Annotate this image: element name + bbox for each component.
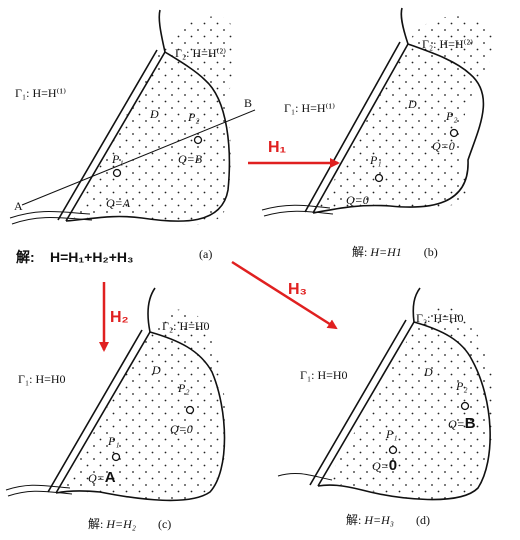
decomposition-arrows: H₁ H₂ H₃ <box>99 139 340 352</box>
caption-b-eq: H=H1 <box>369 245 401 259</box>
p2-label: P₂ <box>455 379 468 393</box>
p1-label: P₁ <box>369 153 382 167</box>
q0-bottom-label: Q=0 <box>346 193 369 207</box>
q-b-label: Q=B <box>448 415 476 432</box>
point-p1 <box>374 173 384 183</box>
ground-lines <box>9 211 93 225</box>
panel-b: Γ₁: H=H⁽¹⁾ Γ₂: H=H⁽²⁾ D P₂ Q=0 P₁ Q=0 解:… <box>261 7 493 259</box>
q-a-label: Q=A <box>88 469 116 486</box>
domain-region <box>72 16 235 225</box>
point-p2 <box>449 128 459 138</box>
panel-c: Γ₁: H=H0 Γ₂: H=H0 D P₂ Q=0 P₁ Q=A 解: H=H… <box>5 287 227 531</box>
line-ab <box>21 109 256 206</box>
domain-region <box>326 305 495 500</box>
gamma1-boundary <box>47 329 143 493</box>
p1-label: P₁ <box>107 434 120 448</box>
solution-prefix: 解: <box>16 249 35 265</box>
solution-formula: H=H₁+H₂+H₃ <box>50 249 133 265</box>
ground-lines <box>5 484 73 497</box>
caption-a: (a) <box>199 247 212 261</box>
gamma1-boundary-inner <box>317 321 415 487</box>
gamma1-boundary <box>309 319 407 486</box>
caption-d-eq: H=H₃ <box>363 513 394 527</box>
gamma1-boundary <box>57 49 158 221</box>
caption-b-prefix: 解: <box>352 245 370 259</box>
q-a-label: Q=A <box>106 196 131 210</box>
arrow-h2-label: H₂ <box>110 309 129 326</box>
point-a-label: A <box>14 199 23 213</box>
q-0-label: Q=0 <box>372 457 397 474</box>
gamma2-boundary <box>65 9 231 222</box>
caption-b-tag: (b) <box>424 245 438 259</box>
q-a-value: A <box>105 469 116 486</box>
domain-region <box>318 16 493 211</box>
q-b-label: Q=B <box>178 152 203 166</box>
domain-label: D <box>151 363 161 377</box>
panel-d: Γ₁: H=H0 Γ₂: H=H0 D P₂ Q=B P₁ Q=0 解: H=H… <box>277 287 495 527</box>
gamma1-boundary <box>304 41 401 213</box>
gamma1-label: Γ₁: H=H0 <box>300 368 348 382</box>
gamma2-label: Γ₂: H=H⁽²⁾ <box>422 37 473 51</box>
caption-c-eq: H=H₂ <box>105 517 136 531</box>
q-b-value: B <box>465 415 476 432</box>
ground-lines <box>277 473 333 481</box>
domain-label: D <box>423 365 433 379</box>
q0-label: Q=0 <box>170 422 193 436</box>
arrow-h3 <box>231 260 338 330</box>
p1-label: P₁ <box>385 427 398 441</box>
arrow-h3-label: H₃ <box>288 281 307 298</box>
gamma2-label: Γ₂: H=H⁽²⁾ <box>175 46 226 60</box>
point-p1 <box>111 452 121 462</box>
p2-label: P₂ <box>445 109 458 123</box>
gamma2-boundary <box>317 287 491 501</box>
arrow-h1-label: H₁ <box>268 139 287 156</box>
gamma1-boundary-inner <box>55 331 151 494</box>
gamma1-label: Γ₁: H=H⁽¹⁾ <box>15 86 66 100</box>
gamma1-boundary-inner <box>312 43 409 214</box>
gamma1-boundary-inner <box>65 51 166 222</box>
domain-label: D <box>407 97 417 111</box>
point-b-label: B <box>244 96 252 110</box>
caption-c-prefix: 解: <box>88 517 106 531</box>
caption-d-tag: (d) <box>416 513 430 527</box>
caption-d: 解: H=H₃ (d) <box>346 513 430 527</box>
gamma2-label: Γ₂: H=H0 <box>162 319 210 333</box>
q-b-prefix: Q= <box>448 417 465 431</box>
point-p2 <box>185 405 195 415</box>
caption-b: 解: H=H1 (b) <box>352 245 438 259</box>
domain-label: D <box>149 107 159 121</box>
q0-top-label: Q=0 <box>432 139 455 153</box>
ground-lines <box>261 204 334 217</box>
q-a-prefix: Q= <box>88 471 105 485</box>
caption-d-prefix: 解: <box>346 513 364 527</box>
point-p1 <box>388 445 398 455</box>
gamma2-boundary <box>55 287 226 502</box>
point-p2 <box>460 401 470 411</box>
gamma2-boundary <box>312 7 485 214</box>
p2-label: P₂ <box>187 110 200 124</box>
point-p2 <box>193 135 203 145</box>
gamma1-label: Γ₁: H=H⁽¹⁾ <box>284 101 335 115</box>
gamma1-label: Γ₁: H=H0 <box>18 372 66 386</box>
gamma2-label: Γ₂: H=H0 <box>416 311 464 325</box>
caption-c-tag: (c) <box>158 517 171 531</box>
panel-a: Γ₁: H=H⁽¹⁾ Γ₂: H=H⁽²⁾ D P₂ P₁ Q=B Q=A A … <box>9 9 256 261</box>
q-0-value: 0 <box>389 457 397 474</box>
domain-region <box>62 309 227 502</box>
solution-equation: 解: H=H₁+H₂+H₃ <box>16 249 133 265</box>
p1-label: P₁ <box>111 152 124 166</box>
caption-c: 解: H=H₂ (c) <box>88 517 171 531</box>
point-p1 <box>112 168 122 178</box>
q-0-prefix: Q= <box>372 459 389 473</box>
p2-label: P₂ <box>177 381 190 395</box>
